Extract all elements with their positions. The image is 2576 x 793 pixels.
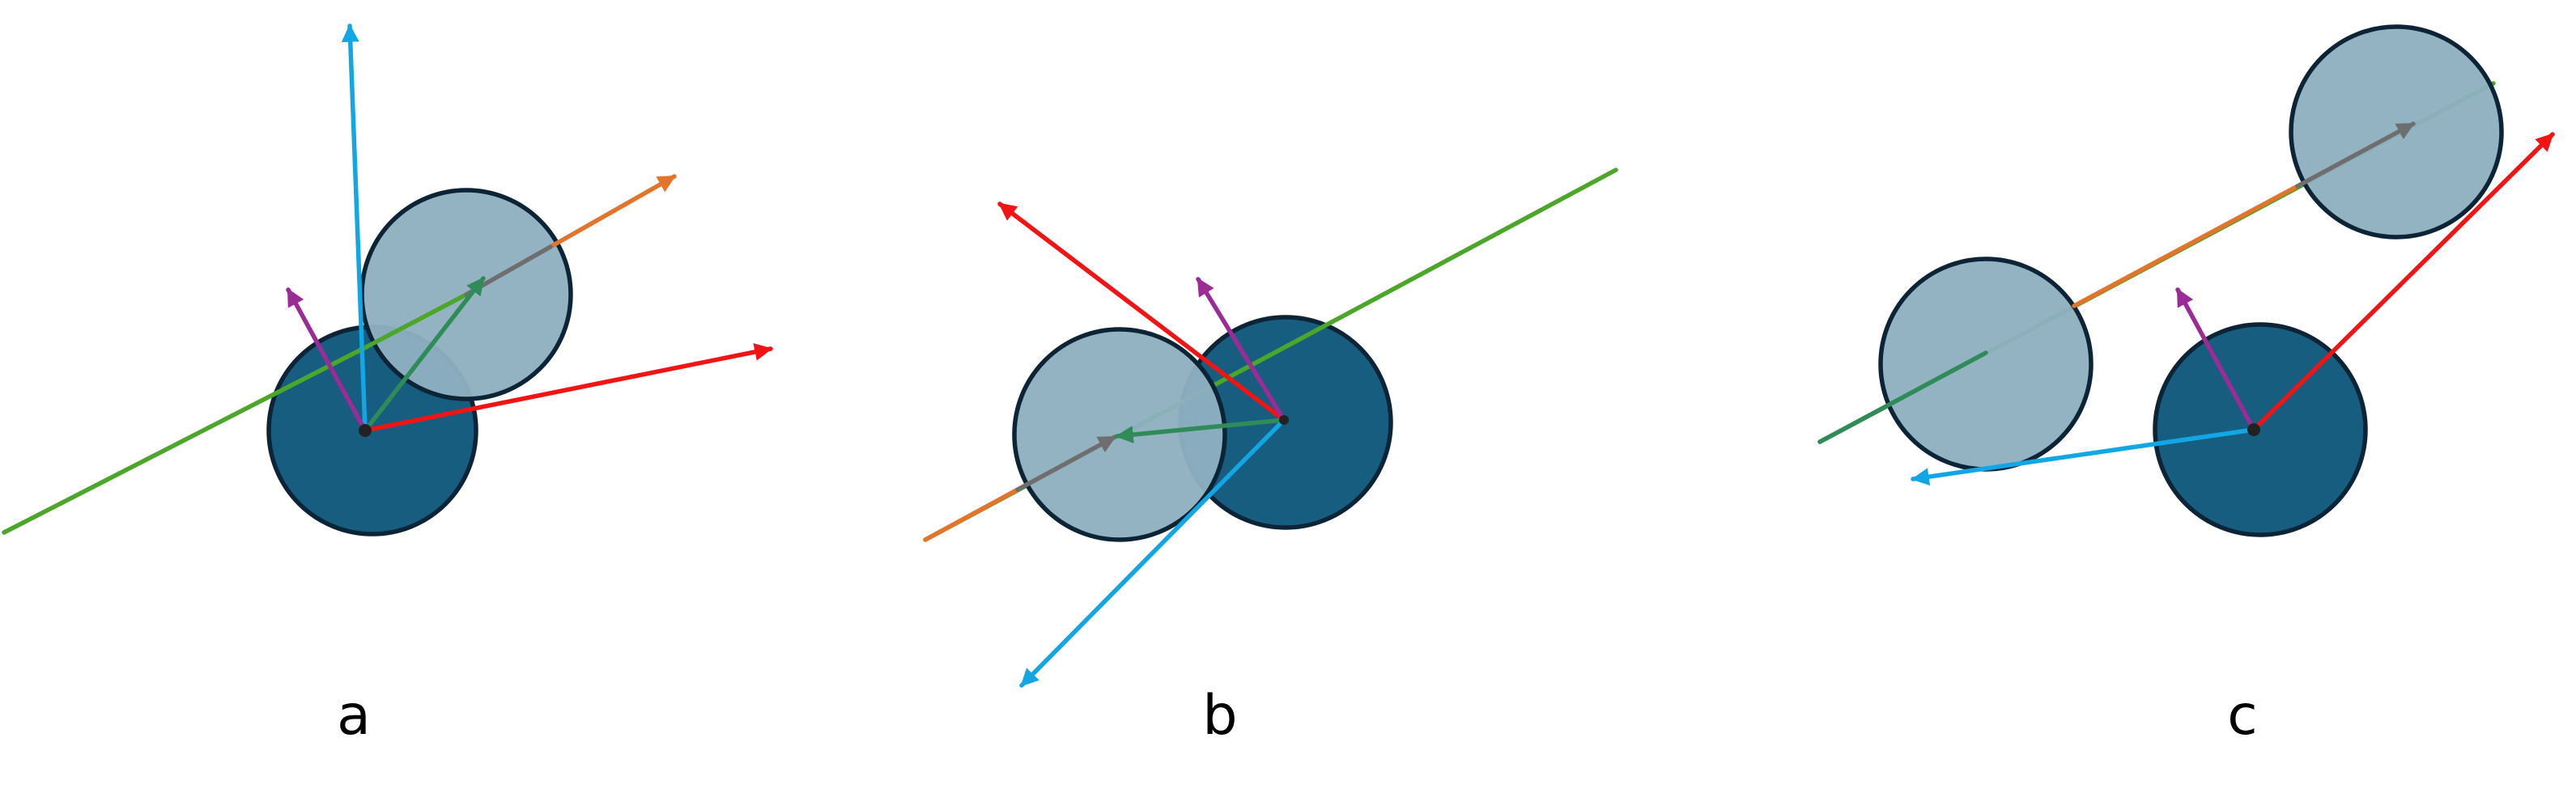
panel-a-label: a (337, 684, 371, 748)
panel-c-light-disk-left (1878, 257, 2094, 472)
panel-b-purple-arrow (1196, 277, 1286, 422)
panel-a-trajectory-line-inner (365, 292, 469, 349)
panel-a-dark-green-arrow (363, 276, 486, 433)
panel-c-red-arrow (2251, 132, 2555, 432)
panel-b-cyan-arrow (1019, 418, 1286, 688)
panel-a-red-arrow (363, 343, 773, 433)
panel-b-label: b (1202, 684, 1237, 748)
panel-c-orange-arrow (2072, 184, 2300, 308)
panel-c-gray-arrow (2295, 121, 2416, 189)
panel-b-center-dot (1279, 415, 1289, 425)
panel-b-orange-arrow (923, 487, 1020, 542)
panel-c-purple-arrow (2175, 287, 2256, 432)
panel-a-purple-arrow (286, 287, 368, 433)
panel-a-trajectory-line (2, 344, 370, 535)
panel-b-gray-arrow (1015, 435, 1117, 492)
panel-c-trajectory-line-left-inner (1817, 350, 1988, 444)
panel-c-cyan-arrow (1911, 427, 2256, 486)
panel-a-orange-arrow (548, 174, 677, 249)
panel-c: c (1817, 24, 2555, 748)
panel-b: b (923, 168, 1618, 748)
panel-b-dark-green-arrow (1115, 418, 1286, 444)
panel-a-cyan-arrow (341, 23, 368, 433)
panel-a-center-dot (359, 424, 372, 437)
panel-c-center-dot (2247, 423, 2260, 436)
panel-a: a (2, 23, 773, 748)
panel-c-label: c (2227, 684, 2257, 748)
panel-b-red-arrow (997, 201, 1286, 422)
